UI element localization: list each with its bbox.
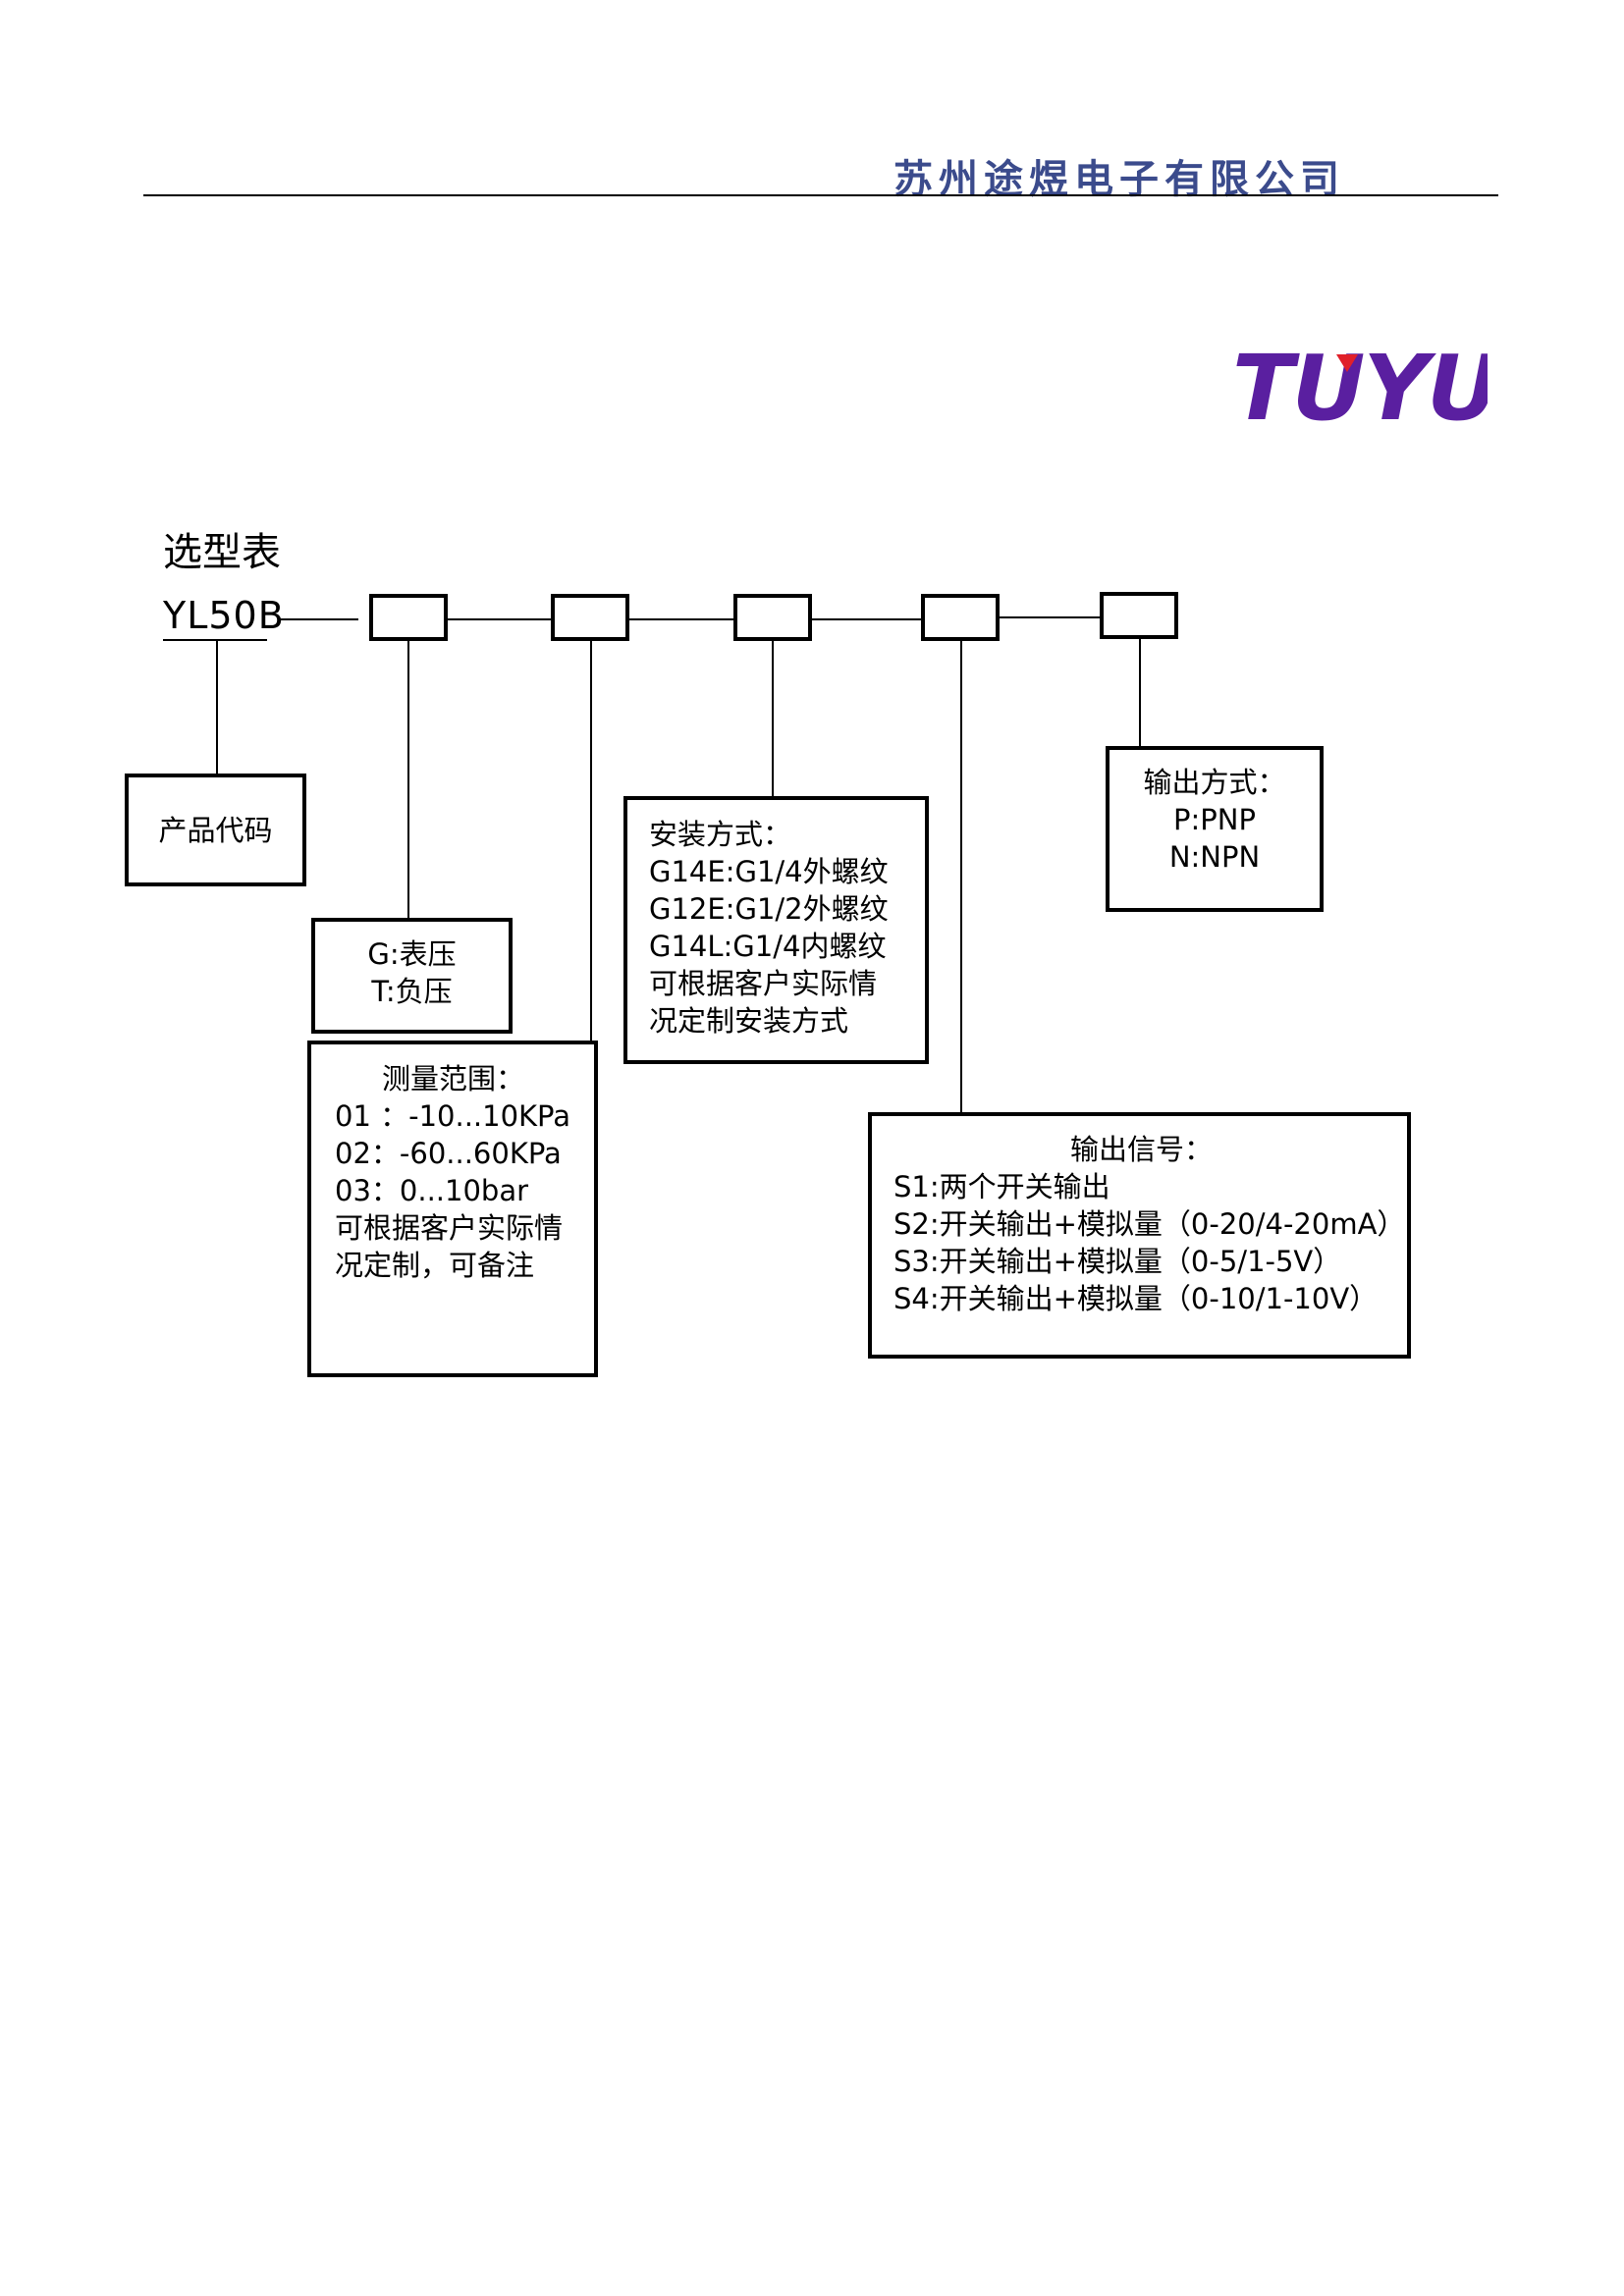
pressure-type-line: T:负压 [371, 975, 453, 1008]
product-code-box: 产品代码 [125, 774, 306, 886]
output-mode-line: P:PNP [1173, 803, 1256, 836]
code-slot-3 [733, 594, 812, 641]
connector-line [628, 618, 736, 620]
product-code-label: 产品代码 [158, 813, 273, 847]
signal-line: S3:开关输出+模拟量（0-5/1-5V） [893, 1245, 1342, 1278]
connector-line [447, 618, 555, 620]
connector-line [280, 618, 358, 620]
mounting-box: 安装方式： G14E:G1/4外螺纹 G12E:G1/2外螺纹 G14L:G1/… [623, 796, 929, 1064]
signal-line: S4:开关输出+模拟量（0-10/1-10V） [893, 1282, 1379, 1315]
range-line: 可根据客户实际情 [335, 1211, 564, 1245]
output-mode-line: N:NPN [1168, 840, 1261, 874]
signal-title: 输出信号： [1070, 1133, 1214, 1166]
leader-line [590, 641, 592, 1041]
output-mode-title: 输出方式： [1143, 766, 1286, 799]
range-line: 01 ：-10...10KPa [335, 1099, 571, 1133]
range-title: 测量范围： [382, 1062, 525, 1095]
mounting-line: 况定制安装方式 [649, 1004, 849, 1038]
mounting-line: G14L:G1/4内螺纹 [649, 930, 887, 963]
code-slot-4 [921, 594, 1000, 641]
output-mode-box: 输出方式： P:PNP N:NPN [1106, 746, 1324, 912]
logo-text: TUYU [1232, 339, 1488, 437]
mounting-line: 可根据客户实际情 [649, 967, 878, 1000]
signal-line: S2:开关输出+模拟量（0-20/4-20mA） [893, 1207, 1406, 1241]
range-line: 03：0...10bar [335, 1174, 529, 1207]
connector-line [1000, 616, 1104, 618]
leader-line [216, 640, 218, 775]
model-code-underline [163, 639, 267, 641]
leader-line [1139, 639, 1141, 747]
code-slot-2 [551, 594, 629, 641]
model-code: YL50B [163, 594, 285, 637]
signal-line: S1:两个开关输出 [893, 1170, 1110, 1203]
logo-accent-triangle [1336, 354, 1358, 372]
leader-line [772, 641, 774, 796]
section-title: 选型表 [163, 530, 281, 575]
tuyu-logo: TUYU [1232, 339, 1488, 437]
header-divider [143, 194, 1498, 196]
pressure-type-box: G:表压 T:负压 [311, 918, 513, 1034]
leader-line [407, 641, 409, 918]
measurement-range-box: 测量范围： 01 ：-10...10KPa 02：-60...60KPa 03：… [307, 1041, 598, 1377]
pressure-type-line: G:表压 [367, 937, 457, 971]
mounting-title: 安装方式： [649, 818, 792, 851]
code-slot-5 [1100, 592, 1178, 639]
connector-line [811, 618, 924, 620]
leader-line [960, 641, 962, 1114]
range-line: 况定制，可备注 [335, 1249, 535, 1282]
output-signal-box: 输出信号： S1:两个开关输出 S2:开关输出+模拟量（0-20/4-20mA）… [868, 1112, 1411, 1359]
code-slot-1 [369, 594, 448, 641]
mounting-line: G12E:G1/2外螺纹 [649, 892, 889, 926]
mounting-line: G14E:G1/4外螺纹 [649, 855, 889, 888]
range-line: 02：-60...60KPa [335, 1137, 562, 1170]
